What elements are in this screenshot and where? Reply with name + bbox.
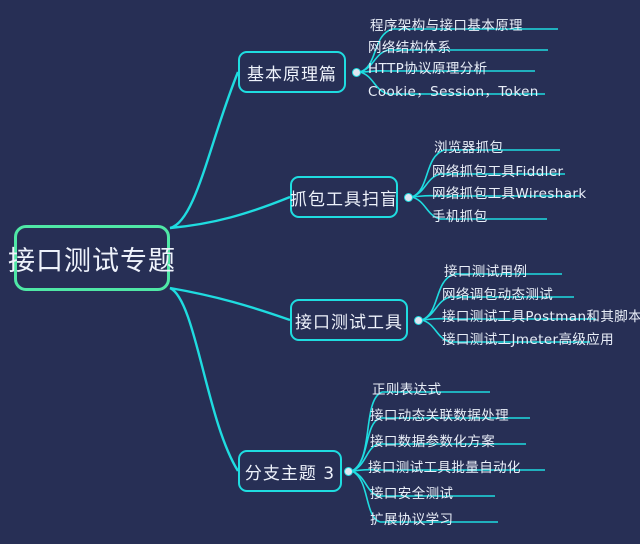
leaf-b3-c3-label: 接口测试工具Postman和其脚本 [442,309,640,325]
leaf-b2-c4-label: 手机抓包 [432,209,488,225]
branch-node-2-label: 抓包工具扫盲 [290,189,398,210]
leaf-b2-c1: 浏览器抓包 [434,136,504,156]
leaf-b4-c3: 接口数据参数化方案 [370,430,495,450]
leaf-b3-c2: 网络调包动态测试 [442,283,553,303]
leaf-b3-c3: 接口测试工具Postman和其脚本 [442,305,640,325]
leaf-b1-c1-label: 程序架构与接口基本原理 [370,18,523,34]
leaf-b2-c4: 手机抓包 [432,205,488,225]
leaf-b4-c5-label: 接口安全测试 [370,486,454,502]
leaf-b3-c4: 接口测试工Jmeter高级应用 [442,328,614,348]
branch-node-2[interactable]: 抓包工具扫盲 [290,176,398,218]
leaf-b4-c2-label: 接口动态关联数据处理 [370,408,509,424]
leaf-b2-c2-label: 网络抓包工具Fiddler [432,164,564,180]
leaf-b2-c1-label: 浏览器抓包 [434,140,504,156]
leaf-b4-c1: 正则表达式 [372,378,442,398]
leaf-b1-c4: Cookie，Session，Token [368,80,539,100]
branch-2-connector-dot [404,193,413,202]
branch-1-connector-dot [352,68,361,77]
leaf-b2-c3: 网络抓包工具Wireshark [432,182,587,202]
leaf-b4-c4: 接口测试工具批量自动化 [368,456,521,476]
leaf-b1-c4-label: Cookie，Session，Token [368,84,539,100]
leaf-b1-c2: 网络结构体系 [368,36,451,56]
branch-4-connector-dot [344,467,353,476]
root-node[interactable]: 接口测试专题 [8,225,175,291]
leaf-b4-c5: 接口安全测试 [370,482,453,502]
wire-root-branch-3 [169,286,291,322]
wire-root-branch-2 [169,195,291,230]
root-node-label: 接口测试专题 [8,245,176,277]
branch-node-4[interactable]: 分支主题 3 [238,450,342,492]
leaf-b3-c1-label: 接口测试用例 [444,264,528,280]
leaf-b2-c2: 网络抓包工具Fiddler [432,160,563,180]
wire-root-branch-1 [169,71,240,230]
leaf-b4-c6-label: 扩展协议学习 [370,512,454,528]
branch-node-3[interactable]: 接口测试工具 [290,299,408,341]
leaf-b3-c2-label: 网络调包动态测试 [442,287,554,303]
leaf-b4-c1-label: 正则表达式 [372,382,442,398]
leaf-b1-c2-label: 网络结构体系 [368,40,452,56]
leaf-b4-c4-label: 接口测试工具批量自动化 [368,460,521,476]
wire-root-branch-4 [169,286,240,472]
leaf-b1-c1: 程序架构与接口基本原理 [370,14,523,34]
leaf-b4-c6: 扩展协议学习 [370,508,453,528]
branch-3-connector-dot [414,316,423,325]
leaf-b1-c3: HTTP协议原理分析 [368,57,488,77]
leaf-b1-c3-label: HTTP协议原理分析 [368,61,488,77]
leaf-b4-c2: 接口动态关联数据处理 [370,404,509,424]
leaf-b3-c4-label: 接口测试工Jmeter高级应用 [442,332,615,348]
branch-node-3-label: 接口测试工具 [295,312,403,333]
branch-node-1[interactable]: 基本原理篇 [238,51,346,93]
leaf-b2-c3-label: 网络抓包工具Wireshark [432,186,587,202]
leaf-b4-c3-label: 接口数据参数化方案 [370,434,496,450]
branch-node-1-label: 基本原理篇 [247,64,337,85]
leaf-b3-c1: 接口测试用例 [444,260,527,280]
branch-node-4-label: 分支主题 3 [244,463,336,484]
